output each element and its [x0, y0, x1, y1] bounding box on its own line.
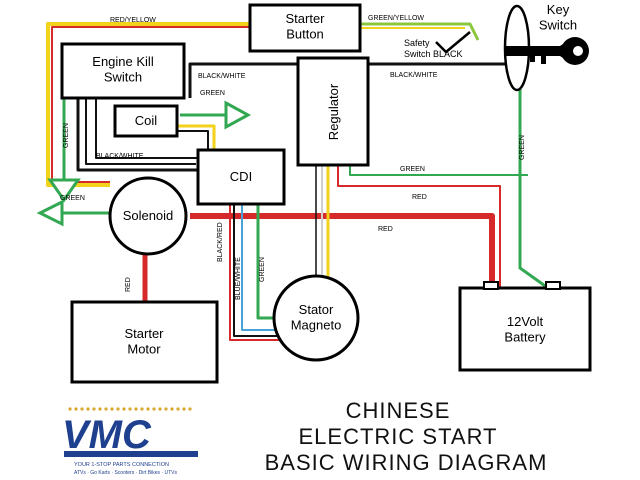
wire-red-yellow-inner [51, 26, 250, 183]
label-black-white-right: BLACK/WHITE [390, 72, 438, 79]
wire-labels: RED/YELLOW GREEN/YELLOW BLACK/WHITE BLAC… [60, 15, 526, 300]
label-green-ground-left: GREEN [60, 195, 85, 202]
wire-black-white-kill [76, 97, 200, 172]
battery-terminal-pos [483, 281, 499, 290]
arrow-green-left [36, 199, 64, 227]
arrow-green-right [224, 100, 252, 130]
coil-label: Coil [135, 113, 158, 128]
logo-tagline: YOUR 1-STOP PARTS CONNECTION [74, 462, 169, 468]
wire-cdi-blackred [229, 205, 280, 341]
safety-switch-symbol [435, 31, 471, 54]
label-green-key: GREEN [519, 135, 526, 160]
wires [46, 22, 549, 341]
solenoid-label: Solenoid [123, 208, 174, 223]
label-green-cdi: GREEN [259, 257, 266, 282]
wire-cdi-blackred-b [233, 205, 280, 337]
vmc-logo: VMC YOUR 1-STOP PARTS CONNECTION ATVs · … [62, 407, 198, 476]
wire-red-regulator [337, 165, 501, 288]
logo-subline: ATVs · Go Karts · Scooters · Dirt Bikes … [74, 470, 177, 476]
title-line-3: BASIC WIRING DIAGRAM [265, 450, 548, 475]
wire-black-white-top [188, 62, 515, 98]
wire-green-yellow [360, 22, 480, 41]
label-blue-white: BLUE/WHITE [235, 257, 242, 300]
label-black-red: BLACK/RED [217, 222, 224, 262]
label-green-regulator: GREEN [400, 166, 425, 173]
cdi-label: CDI [230, 169, 252, 184]
label-black-white-lower: BLACK/WHITE [96, 153, 144, 160]
wire-red-main [190, 213, 495, 288]
logo-dots [68, 407, 192, 411]
coil: Coil [113, 104, 179, 138]
arrow-green-down [47, 178, 81, 203]
label-red-yellow: RED/YELLOW [110, 17, 156, 24]
title-line-2: ELECTRIC START [299, 424, 498, 449]
wire-red-yellow [46, 22, 250, 187]
label-red-lower: RED [378, 226, 393, 233]
label-red-motor: RED [125, 277, 132, 292]
label-red-upper: RED [412, 194, 427, 201]
wire-coil-yellow [175, 124, 216, 152]
label-green-left-vertical: GREEN [63, 123, 70, 148]
battery-terminal-neg [545, 281, 561, 290]
label-green-coil: GREEN [200, 90, 225, 97]
logo-bar [64, 451, 198, 457]
cdi: CDI [196, 148, 286, 206]
diagram-title: CHINESE ELECTRIC START BASIC WIRING DIAG… [265, 398, 548, 475]
regulator: Regulator [296, 56, 370, 167]
wire-cdi-bluewhite [241, 205, 280, 331]
regulator-label: Regulator [326, 83, 341, 140]
wire-green-key [518, 82, 549, 290]
wire-kill-to-cdi [95, 97, 200, 159]
label-black-white-top: BLACK/WHITE [198, 73, 246, 80]
key-icon [505, 37, 589, 65]
wire-black-white-kill-b [85, 97, 196, 165]
title-line-1: CHINESE [346, 398, 451, 423]
label-green-yellow: GREEN/YELLOW [368, 15, 424, 22]
wire-green-regulator [349, 165, 528, 176]
solenoid: Solenoid [108, 176, 188, 256]
logo-text: VMC [62, 413, 152, 457]
wire-coil-black [175, 130, 209, 152]
